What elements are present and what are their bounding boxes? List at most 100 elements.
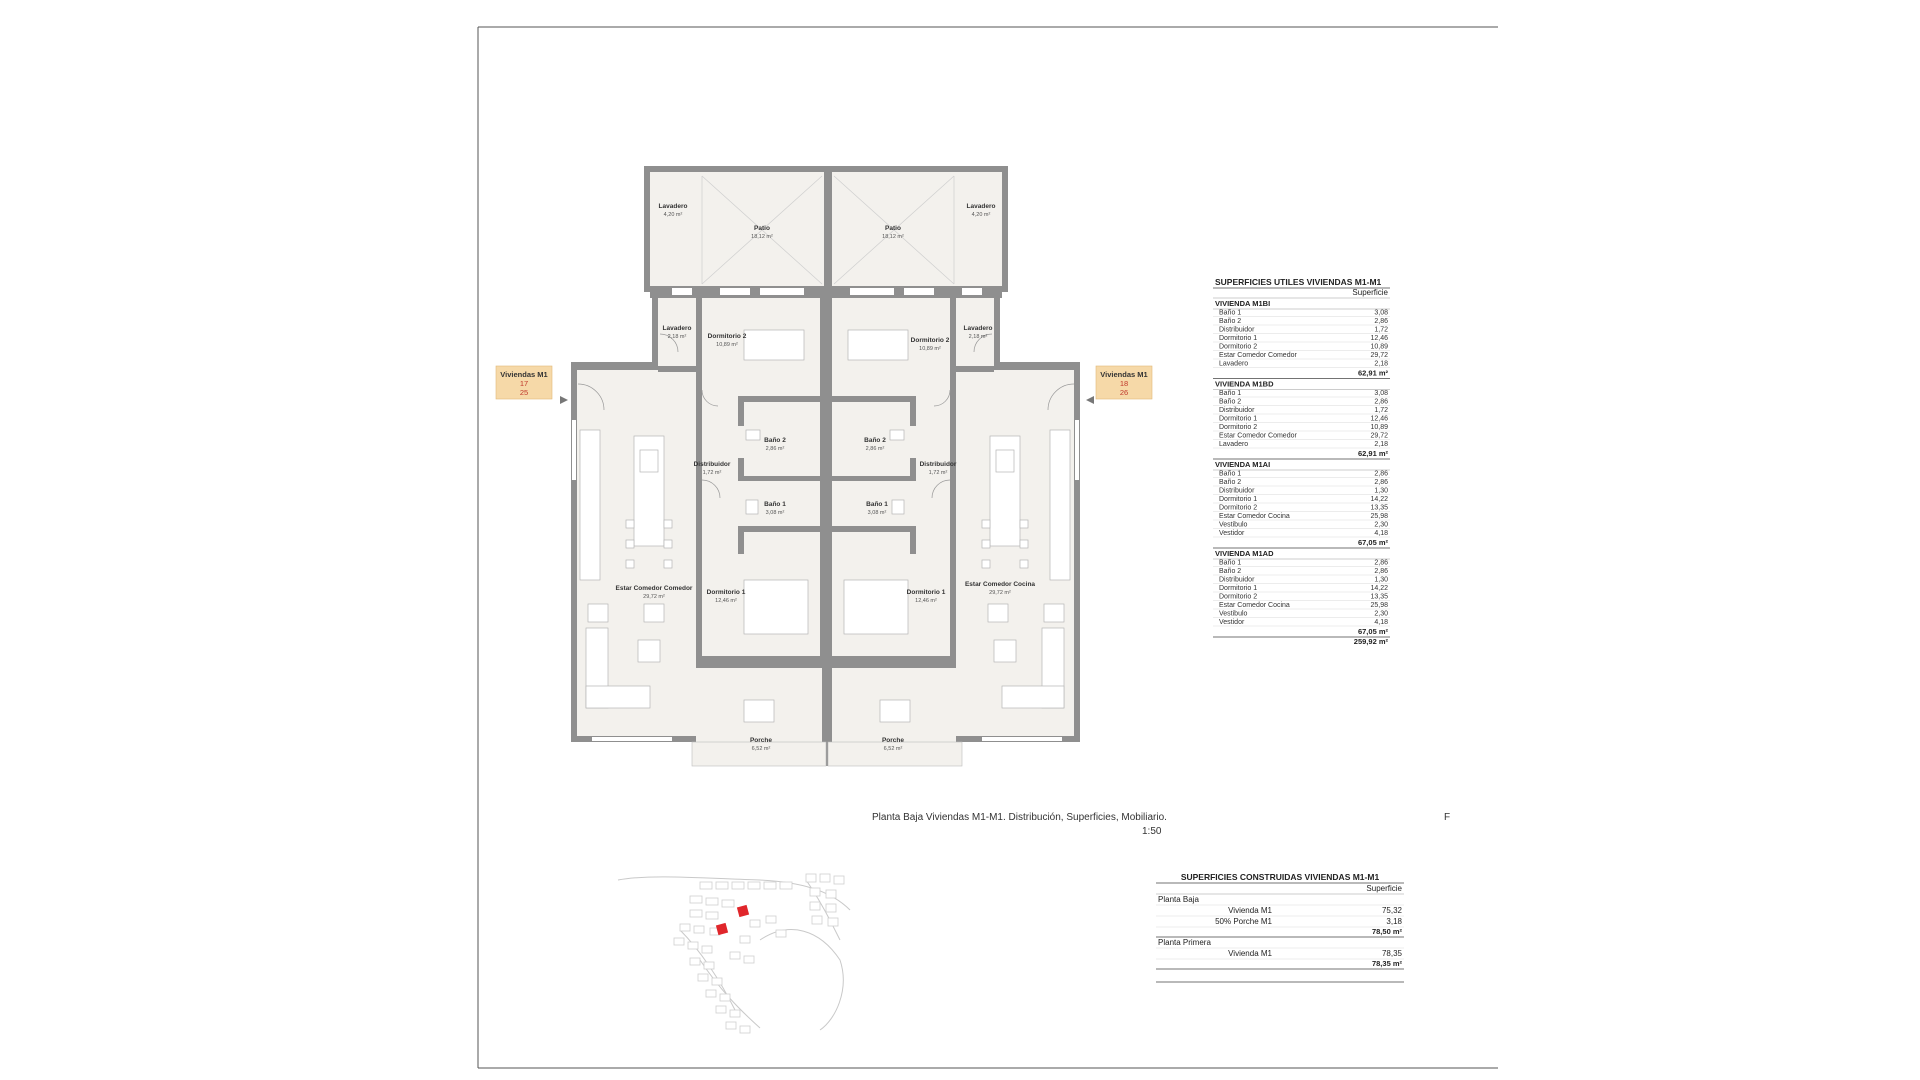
section-heading: Planta Primera — [1158, 938, 1211, 947]
room-name: Estar Comedor Cocina — [965, 581, 1035, 588]
row-label: Baño 2 — [1219, 318, 1241, 325]
room-name: Patio — [754, 225, 770, 232]
row-value: 2,30 — [1374, 522, 1388, 529]
row-value: 2,86 — [1374, 318, 1388, 325]
row-value: 12,46 — [1370, 416, 1388, 423]
row-label: Vivienda M1 — [1228, 949, 1272, 958]
group-total: 62,91 m² — [1358, 449, 1389, 458]
row-label: Baño 1 — [1219, 471, 1241, 478]
row-label: Lavadero — [1219, 361, 1248, 368]
porch-extensions — [691, 741, 963, 767]
row-label: Estar Comedor Comedor — [1219, 352, 1297, 359]
row-value: 4,18 — [1374, 619, 1388, 626]
grand-total: 259,92 m² — [1354, 637, 1389, 646]
entrance-markers — [560, 396, 1094, 404]
room-name: Porche — [882, 737, 904, 744]
section-heading: Planta Baja — [1158, 895, 1199, 904]
unit-tag-number: 17 — [520, 379, 528, 388]
row-value: 2,86 — [1374, 479, 1388, 486]
row-value: 1,30 — [1374, 488, 1388, 495]
row-label: Dormitorio 1 — [1219, 416, 1257, 423]
row-label: Dormitorio 1 — [1219, 335, 1257, 342]
row-label: Distribuidor — [1219, 327, 1255, 334]
row-label: Distribuidor — [1219, 407, 1255, 414]
row-value: 2,18 — [1374, 361, 1388, 368]
room-name: Baño 1 — [764, 501, 786, 508]
row-value: 13,35 — [1370, 594, 1388, 601]
row-label: Baño 2 — [1219, 479, 1241, 486]
group-heading: VIVIENDA M1AI — [1215, 460, 1270, 469]
room-name: Dormitorio 1 — [907, 589, 946, 596]
room-area: 2,18 m² — [668, 334, 687, 340]
room-area: 29,72 m² — [643, 594, 665, 600]
row-label: Baño 2 — [1219, 399, 1241, 406]
row-value: 2,86 — [1374, 568, 1388, 575]
row-value: 3,08 — [1374, 310, 1388, 317]
row-value: 25,98 — [1370, 513, 1388, 520]
room-name: Lavadero — [663, 325, 692, 332]
unit-tag-title: Viviendas M1 — [500, 370, 547, 379]
row-label: Dormitorio 2 — [1219, 344, 1257, 351]
row-label: Dormitorio 2 — [1219, 424, 1257, 431]
row-label: Dormitorio 1 — [1219, 585, 1257, 592]
corner-mark: F — [1444, 812, 1450, 823]
row-label: Vestibulo — [1219, 522, 1248, 529]
room-name: Dormitorio 2 — [708, 333, 747, 340]
group-total: 62,91 m² — [1358, 369, 1389, 378]
room-area: 4,20 m² — [664, 212, 683, 218]
superficies-utiles-table: SUPERFICIES UTILES VIVIENDAS M1-M1Superf… — [1213, 277, 1390, 646]
table-subtitle: Superficie — [1352, 288, 1388, 297]
plan-caption: Planta Baja Viviendas M1-M1. Distribució… — [872, 812, 1167, 823]
room-area: 2,86 m² — [766, 446, 785, 452]
unit-tag-title: Viviendas M1 — [1100, 370, 1147, 379]
room-area: 2,86 m² — [866, 446, 885, 452]
plan-scale: 1:50 — [1142, 826, 1162, 837]
row-value: 2,86 — [1374, 471, 1388, 478]
unit-tag-right: Viviendas M1 18 26 — [1095, 365, 1153, 400]
room-area: 6,52 m² — [752, 746, 771, 752]
row-label: Vivienda M1 — [1228, 906, 1272, 915]
row-label: Vestidor — [1219, 619, 1245, 626]
row-label: Distribuidor — [1219, 488, 1255, 495]
group-total: 67,05 m² — [1358, 627, 1389, 636]
room-area: 3,08 m² — [766, 510, 785, 516]
room-name: Patio — [885, 225, 901, 232]
group-heading: VIVIENDA M1AD — [1215, 549, 1274, 558]
row-value: 2,86 — [1374, 560, 1388, 567]
room-name: Dormitorio 1 — [707, 589, 746, 596]
row-label: Vestibulo — [1219, 611, 1248, 618]
unit-tag-number: 26 — [1120, 388, 1128, 397]
room-area: 2,18 m² — [969, 334, 988, 340]
room-area: 12,46 m² — [715, 598, 737, 604]
site-location-map — [617, 873, 851, 1034]
room-name: Lavadero — [964, 325, 993, 332]
row-value: 25,98 — [1370, 602, 1388, 609]
row-label: Vestidor — [1219, 530, 1245, 537]
table-subtitle: Superficie — [1366, 884, 1402, 893]
room-name: Distribuidor — [920, 461, 957, 468]
row-value: 13,35 — [1370, 505, 1388, 512]
group-total: 67,05 m² — [1358, 538, 1389, 547]
row-value: 2,18 — [1374, 441, 1388, 448]
row-label: Baño 2 — [1219, 568, 1241, 575]
group-heading: VIVIENDA M1BD — [1215, 380, 1274, 389]
room-name: Baño 2 — [864, 437, 886, 444]
room-name: Distribuidor — [694, 461, 731, 468]
door-swings — [577, 333, 1075, 499]
site-highlight — [715, 922, 729, 936]
row-value: 12,46 — [1370, 335, 1388, 342]
room-area: 10,89 m² — [919, 346, 941, 352]
room-area: 29,72 m² — [989, 590, 1011, 596]
room-area: 4,20 m² — [972, 212, 991, 218]
row-label: Baño 1 — [1219, 310, 1241, 317]
room-name: Dormitorio 2 — [911, 337, 950, 344]
row-value: 1,30 — [1374, 577, 1388, 584]
room-area: 6,52 m² — [884, 746, 903, 752]
room-name: Baño 2 — [764, 437, 786, 444]
unit-tag-number: 25 — [520, 388, 528, 397]
room-area: 18,12 m² — [882, 234, 904, 240]
row-label: Distribuidor — [1219, 577, 1255, 584]
row-value: 10,89 — [1370, 424, 1388, 431]
row-label: 50% Porche M1 — [1215, 917, 1272, 926]
